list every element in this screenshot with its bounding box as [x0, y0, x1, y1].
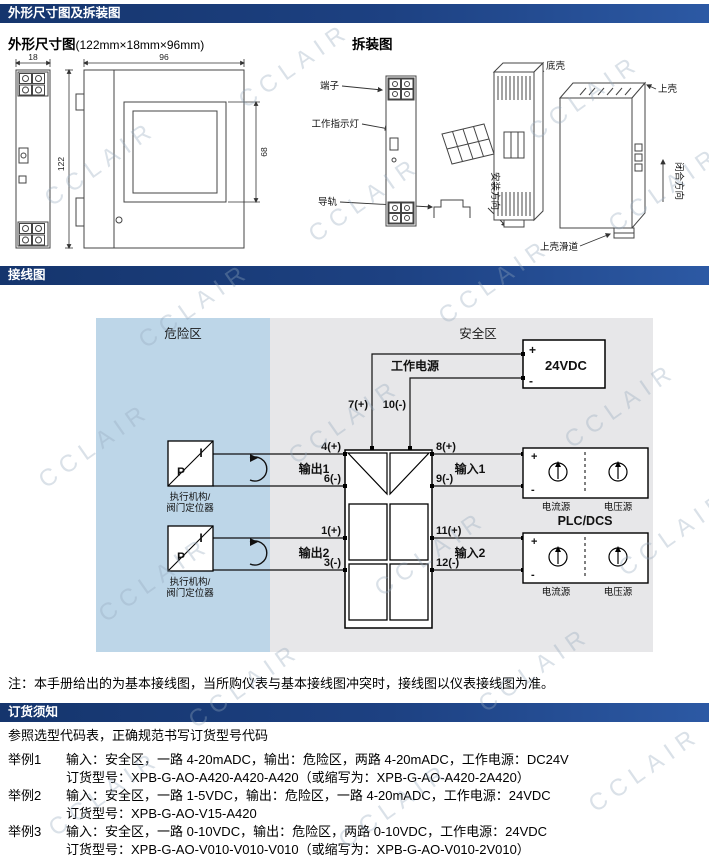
terminal-12: 12(-): [436, 557, 460, 569]
wiring-note: 注：本手册给出的为基本接线图，当所购仪表与基本接线图冲突时，接线图以仪表接线图为…: [8, 676, 555, 691]
close-direction-label: 闭合方向: [673, 162, 685, 200]
outline-size: (122mm×18mm×96mm): [75, 38, 205, 52]
din-rail: [433, 199, 471, 218]
terminal-label: 端子: [320, 80, 340, 92]
example-spec: 输入：安全区，一路 4-20mADC，输出：危险区，两路 4-20mADC，工作…: [66, 752, 569, 767]
actuator-label-2: 阀门定位器: [166, 587, 214, 599]
outline-title: 外形尺寸图: [8, 37, 76, 52]
example-label: 举例2: [8, 788, 42, 803]
top-shell-label: 上壳: [658, 83, 678, 95]
pi-i-label: I: [199, 446, 202, 460]
voltage-source-label: 电压源: [604, 586, 633, 598]
example-model: 订货型号：XPB-G-AO-V15-A420: [66, 806, 257, 821]
upper-shell: [558, 81, 647, 239]
pi-i-label: I: [199, 531, 202, 545]
terminal-10: 10(-): [383, 399, 407, 411]
terminal-6: 6(-): [324, 473, 341, 485]
current-source-label: 电流源: [542, 586, 571, 598]
front-view: [15, 69, 51, 249]
indicator-label: 工作指示灯: [311, 118, 359, 130]
example-label: 举例1: [8, 752, 42, 767]
pi-converter-2: P I 执行机构/ 阀门定位器: [166, 525, 214, 599]
dim-68: 68: [259, 147, 269, 157]
wiring-diagram: 危险区 安全区 + 24VDC - 工作电源: [96, 318, 653, 652]
example-model: 订货型号：XPB-G-AO-V010-V010-V010（或缩写为：XPB-G-…: [66, 842, 530, 857]
loop-arrow-1: [249, 454, 268, 482]
current-source-label: 电流源: [542, 501, 571, 513]
power-supply-box: + 24VDC -: [522, 339, 606, 389]
bottom-shell: [492, 61, 545, 228]
section-header-dimensions: 外形尺寸图及拆装图: [0, 4, 709, 23]
ordering-section: 参照选型代码表，正确规范书写订货型号代码 举例1 输入：安全区，一路 4-20m…: [8, 727, 705, 857]
install-direction-label: 安装方向: [489, 172, 501, 210]
example-spec: 输入：安全区，一路 1-5VDC，输出：危险区，一路 4-20mADC，工作电源…: [66, 788, 551, 803]
receiver-plus: +: [531, 536, 537, 548]
output2-label: 输出2: [299, 545, 330, 560]
pi-p-label: P: [177, 465, 185, 479]
dim-122: 122: [56, 157, 66, 171]
input1-label: 输入1: [455, 461, 486, 476]
power-plus: +: [529, 343, 536, 357]
terminal-8: 8(+): [436, 441, 456, 453]
safe-zone-label: 安全区: [459, 326, 497, 341]
actuator-label-1: 执行机构/: [170, 576, 211, 588]
dimension-lines: [15, 59, 260, 249]
example-label: 举例3: [8, 824, 42, 839]
outline-drawing: 18 96 122 68: [15, 52, 269, 249]
terminal-11: 11(+): [436, 525, 462, 537]
example-spec: 输入：安全区，一路 0-10VDC，输出：危险区，两路 0-10VDC，工作电源…: [66, 824, 548, 839]
receiver-minus: -: [531, 569, 535, 581]
isolator-block: [344, 449, 433, 629]
front-module: [385, 75, 417, 227]
receiver-minus: -: [531, 484, 535, 496]
disassembly-drawing: 端子 工作指示灯 导轨 底壳 上壳 安装方向 闭合方向 上壳滑道: [311, 60, 685, 253]
receiver-box-2: + - 电流源 电压源: [522, 532, 649, 598]
hazard-zone-label: 危险区: [164, 326, 202, 341]
side-view: [75, 69, 245, 249]
ordering-example: 举例1 输入：安全区，一路 4-20mADC，输出：危险区，两路 4-20mAD…: [8, 751, 705, 787]
terminal-7: 7(+): [348, 399, 368, 411]
rail-label: 导轨: [318, 196, 338, 208]
terminal-4: 4(+): [321, 441, 341, 453]
terminal-1: 1(+): [321, 525, 341, 537]
power-value: 24VDC: [545, 358, 588, 373]
dimension-titles: 外形尺寸图(122mm×18mm×96mm) 拆装图: [8, 33, 709, 52]
receiver-plus: +: [531, 451, 537, 463]
actuator-label-1: 执行机构/: [170, 491, 211, 503]
receiver-box-1: + - 电流源 电压源: [522, 447, 649, 513]
ordering-intro: 参照选型代码表，正确规范书写订货型号代码: [8, 728, 269, 743]
output1-label: 输出1: [299, 461, 330, 476]
input2-label: 输入2: [455, 545, 486, 560]
ordering-example: 举例3 输入：安全区，一路 0-10VDC，输出：危险区，两路 0-10VDC，…: [8, 823, 705, 857]
example-model: 订货型号：XPB-G-AO-A420-A420-A420（或缩写为：XPB-G-…: [66, 770, 530, 785]
terminal-3: 3(-): [324, 557, 341, 569]
power-label: 工作电源: [391, 358, 439, 373]
isolator-symbol-right: [389, 452, 431, 496]
section-header-ordering: 订货须知: [0, 703, 709, 722]
cover-piece: [441, 123, 495, 165]
pi-converter-1: P I 执行机构/ 阀门定位器: [166, 440, 214, 514]
plc-dcs-label: PLC/DCS: [558, 514, 613, 528]
disassembly-title: 拆装图: [352, 37, 393, 52]
wires: [213, 353, 523, 571]
dim-96: 96: [159, 52, 169, 62]
terminal-9: 9(-): [436, 473, 453, 485]
bottom-shell-label: 底壳: [546, 60, 566, 72]
voltage-source-label: 电压源: [604, 501, 633, 513]
dim-18: 18: [28, 52, 38, 62]
isolator-symbol-left: [346, 452, 388, 496]
power-minus: -: [529, 374, 533, 388]
ordering-example: 举例2 输入：安全区，一路 1-5VDC，输出：危险区，一路 4-20mADC，…: [8, 787, 705, 823]
actuator-label-2: 阀门定位器: [166, 502, 214, 514]
section-header-wiring: 接线图: [0, 266, 709, 285]
loop-arrow-2: [249, 538, 268, 566]
pi-p-label: P: [177, 550, 185, 564]
slide-label: 上壳滑道: [540, 241, 579, 253]
